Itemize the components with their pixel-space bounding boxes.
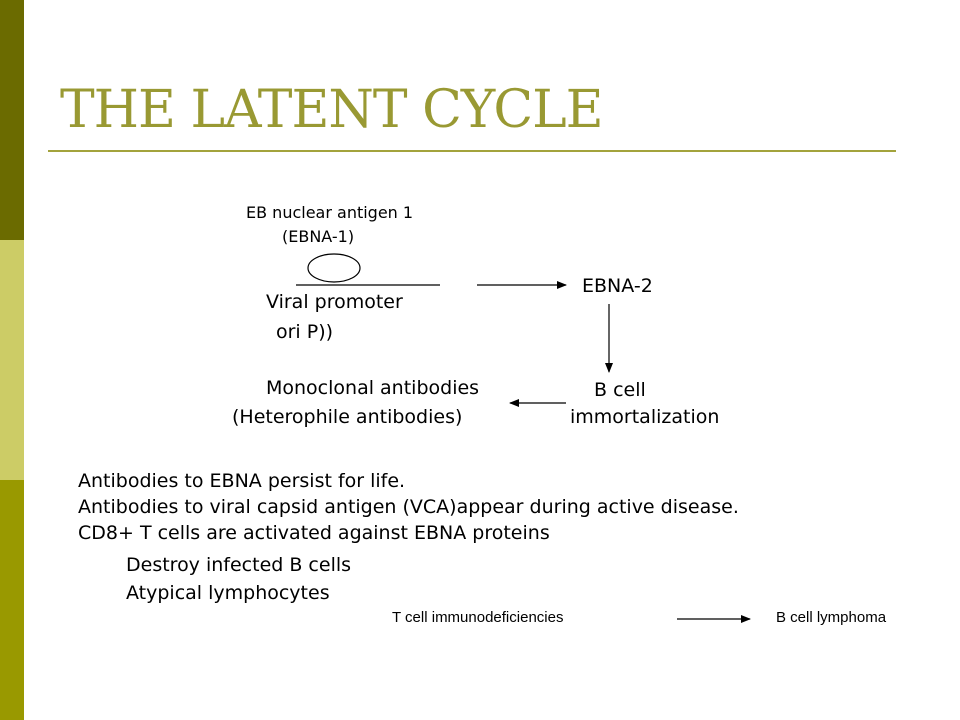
body-line-2: Antibodies to viral capsid antigen (VCA)…: [78, 496, 739, 518]
body-line-4: Destroy infected B cells: [126, 554, 352, 576]
body-line-1: Antibodies to EBNA persist for life.: [78, 470, 406, 492]
viral-promoter-label: Viral promoter: [266, 291, 403, 313]
slide-title: THE LATENT CYCLE: [60, 80, 604, 140]
side-bar-middle: [0, 240, 24, 480]
body-line-3: CD8+ T cells are activated against EBNA …: [78, 522, 550, 544]
t-cell-immunodeficiencies-label: T cell immunodeficiencies: [392, 609, 564, 626]
body-line-5: Atypical lymphocytes: [126, 582, 330, 604]
monoclonal-antibodies-label: Monoclonal antibodies: [266, 377, 480, 399]
side-bar-bottom: [0, 480, 24, 720]
ebna1-label-line1: EB nuclear antigen 1: [246, 203, 414, 222]
ebna1-binding-oval: [307, 253, 361, 283]
ebna2-label: EBNA-2: [582, 275, 653, 297]
side-bar-top: [0, 0, 24, 240]
b-cell-label-line1: B cell: [594, 379, 646, 401]
ebna1-label-line2: (EBNA-1): [282, 227, 355, 246]
b-cell-lymphoma-label: B cell lymphoma: [776, 609, 887, 626]
title-underline: [48, 150, 896, 152]
b-cell-label-line2: immortalization: [570, 406, 720, 428]
ori-p-label: ori P)): [276, 321, 334, 343]
heterophile-antibodies-label: (Heterophile antibodies): [232, 406, 463, 428]
